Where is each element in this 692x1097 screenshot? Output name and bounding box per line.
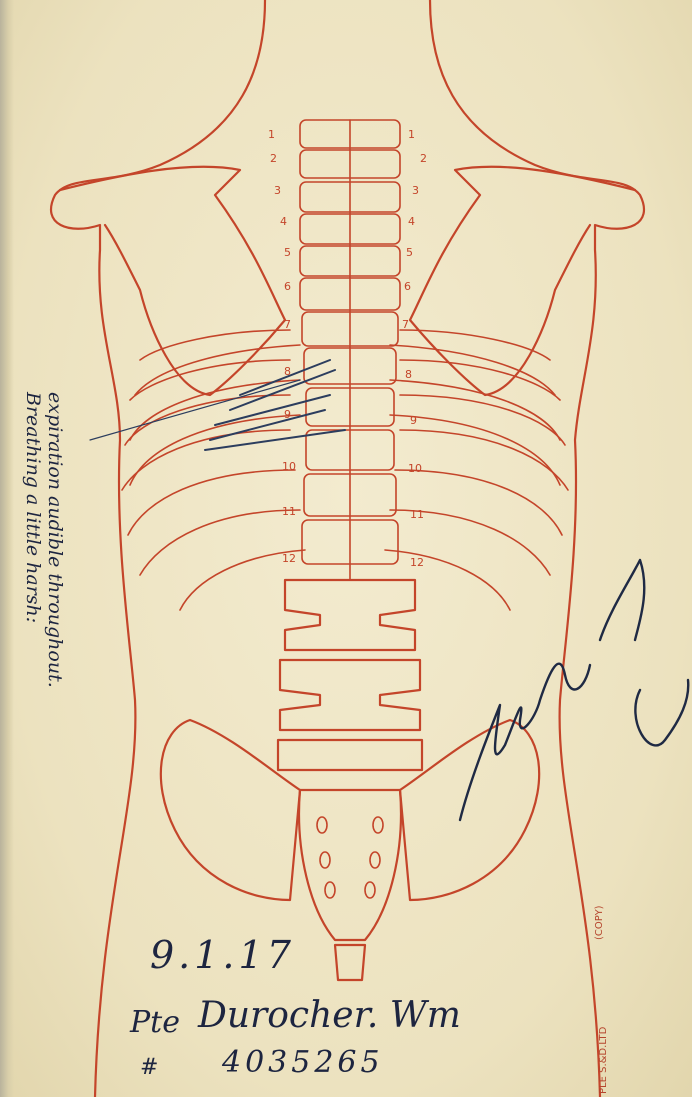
vertebra-label: 1	[268, 128, 275, 141]
vertebra-label: 3	[274, 184, 281, 197]
vertebra-label: 2	[420, 152, 427, 165]
sacral-foramina	[317, 817, 383, 898]
vertebra-label: 2	[270, 152, 277, 165]
signature-scrawl	[460, 560, 688, 820]
handwritten-note-expiration: expiration audible throughout.	[44, 392, 66, 688]
copy-mark: (COPY)	[594, 905, 605, 940]
vertebral-column	[278, 120, 422, 770]
sacrum	[299, 790, 401, 940]
vertebra-label: 10	[408, 462, 422, 475]
vertebra-label: 11	[282, 505, 296, 518]
vertebra-label: 12	[410, 556, 424, 569]
vertebra-label: 5	[284, 246, 291, 259]
vertebra-label: 3	[412, 184, 419, 197]
vertebra-label: 10	[282, 460, 296, 473]
ribs-left	[122, 330, 305, 610]
handwritten-date: 9.1.17	[150, 933, 295, 977]
vertebra-label: 7	[402, 318, 409, 331]
vertebra-label: 4	[280, 215, 287, 228]
coccyx	[335, 945, 365, 980]
scapula-right	[410, 167, 635, 395]
vertebra-label: 8	[405, 368, 412, 381]
vertebra-label: 9	[410, 414, 417, 427]
handwritten-number-prefix: #	[140, 1055, 158, 1080]
pelvis-left	[161, 720, 300, 900]
vertebra-label: 11	[410, 508, 424, 521]
handwritten-note-breathing: Breathing a little harsh:	[22, 392, 44, 623]
vertebra-label: 6	[404, 280, 411, 293]
vertebra-label: 1	[408, 128, 415, 141]
vertebra-label: 4	[408, 215, 415, 228]
handwritten-service-number: 4035265	[222, 1045, 384, 1080]
vertebra-label: 12	[282, 552, 296, 565]
vertebra-label: 6	[284, 280, 291, 293]
vertebra-label: 5	[406, 246, 413, 259]
handwritten-name: Durocher. Wm	[198, 995, 461, 1036]
handwritten-rank: Pte	[130, 1005, 180, 1040]
pelvis-right	[400, 720, 539, 900]
body-outline-right	[430, 0, 644, 1097]
printer-imprint: PLE S.&D.LTD	[598, 1027, 609, 1094]
vertebra-label: 7	[284, 318, 291, 331]
